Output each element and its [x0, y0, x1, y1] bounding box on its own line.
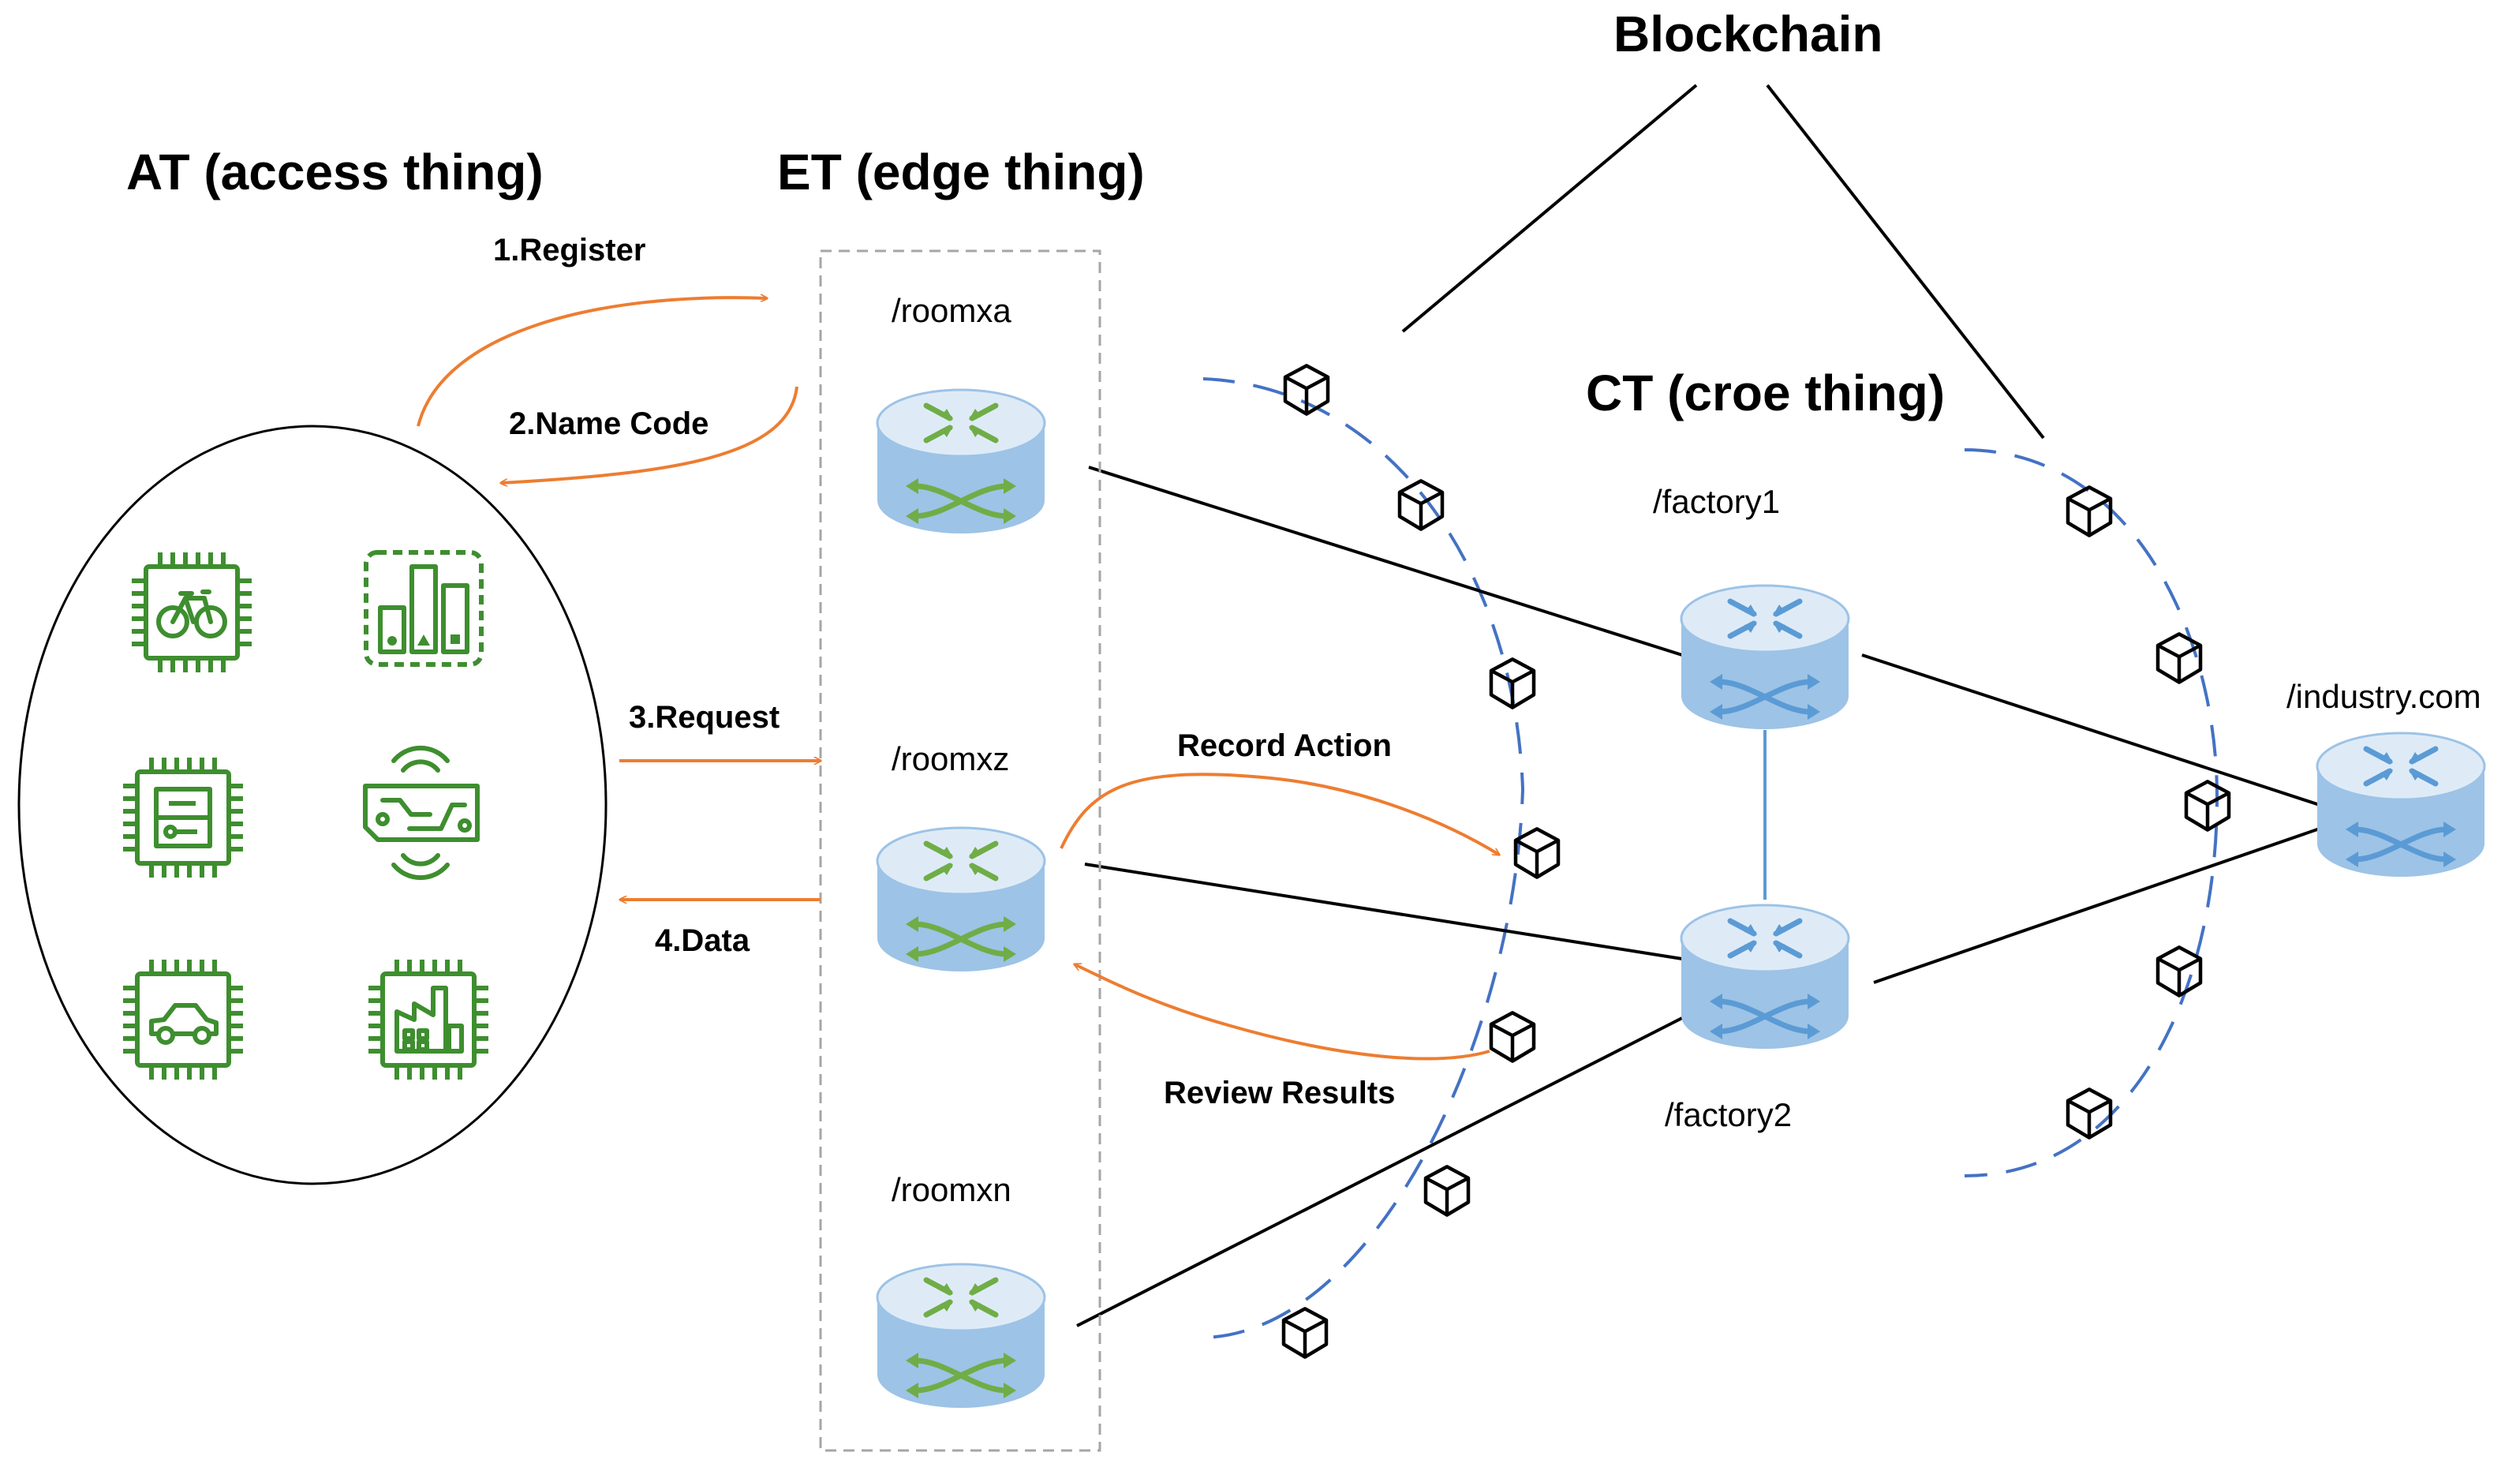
- et-title: ET (edge thing): [777, 144, 1145, 200]
- router-roomxa-icon[interactable]: [877, 390, 1045, 533]
- roomxa-label: /roomxa: [892, 292, 1011, 329]
- chain-block-icon: [1516, 829, 1558, 877]
- chain-block-icon: [2158, 947, 2200, 995]
- blockchain-pointer-right: [1766, 84, 2045, 440]
- review-results-label: Review Results: [1164, 1076, 1395, 1110]
- record-action-label: Record Action: [1177, 728, 1392, 763]
- ct-title: CT (croe thing): [1586, 365, 1945, 421]
- sensor-board-icon: [363, 746, 480, 880]
- factory2-label: /factory2: [1665, 1096, 1792, 1133]
- car-chip-icon: [123, 960, 243, 1080]
- router-roomxn-icon[interactable]: [877, 1264, 1045, 1408]
- router-industry-icon[interactable]: [2317, 733, 2484, 877]
- chain-block-icon: [1491, 659, 1534, 707]
- register-arrow: [417, 298, 767, 427]
- bar-chart-icon: [364, 550, 484, 667]
- blockchain-ring-right: [1964, 448, 2219, 1177]
- circuit-chip-icon: [123, 758, 243, 878]
- chain-block-icon: [1285, 365, 1328, 414]
- link-factory2-industry: [1873, 827, 2320, 984]
- chain-block-icon: [1491, 1012, 1534, 1061]
- review-results-arrow: [1075, 963, 1490, 1061]
- blockchain-pointer-left: [1401, 84, 1698, 333]
- roomxn-label: /roomxn: [892, 1171, 1011, 1208]
- at-title: AT (access thing): [126, 144, 544, 200]
- chain-block-icon: [2068, 1089, 2111, 1137]
- chain-block-icon: [1400, 481, 1442, 529]
- chain-block-icon: [1284, 1308, 1326, 1357]
- factory-chip-icon: [368, 960, 488, 1080]
- router-roomxz-icon[interactable]: [877, 828, 1045, 971]
- blockchain-title: Blockchain: [1613, 6, 1883, 62]
- register-label: 1.Register: [493, 233, 645, 268]
- blockchain-ring-left: [1202, 377, 1525, 1339]
- bicycle-chip-icon: [132, 552, 252, 672]
- request-label: 3.Request: [629, 700, 780, 735]
- roomxz-label: /roomxz: [892, 740, 1009, 777]
- link-roomxa-factory1: [1088, 466, 1683, 657]
- name-code-arrow: [501, 386, 798, 483]
- chain-block-icon: [2158, 634, 2200, 682]
- at-container: [17, 425, 608, 1185]
- router-factory2-icon[interactable]: [1681, 905, 1849, 1049]
- chain-block-icon: [1426, 1166, 1468, 1215]
- link-roomxn-factory2: [1076, 1016, 1683, 1327]
- chain-block-icon: [2186, 781, 2229, 829]
- record-action-arrow: [1060, 773, 1499, 855]
- industry-label: /industry.com: [2286, 678, 2481, 715]
- data-label: 4.Data: [655, 923, 750, 958]
- router-factory1-icon[interactable]: [1681, 586, 1849, 729]
- link-roomxz-factory2: [1084, 863, 1683, 960]
- name-code-label: 2.Name Code: [509, 406, 709, 441]
- factory1-label: /factory1: [1653, 483, 1780, 520]
- chain-block-icon: [2068, 487, 2111, 535]
- et-container: [819, 249, 1101, 1452]
- link-factory1-industry: [1861, 653, 2320, 807]
